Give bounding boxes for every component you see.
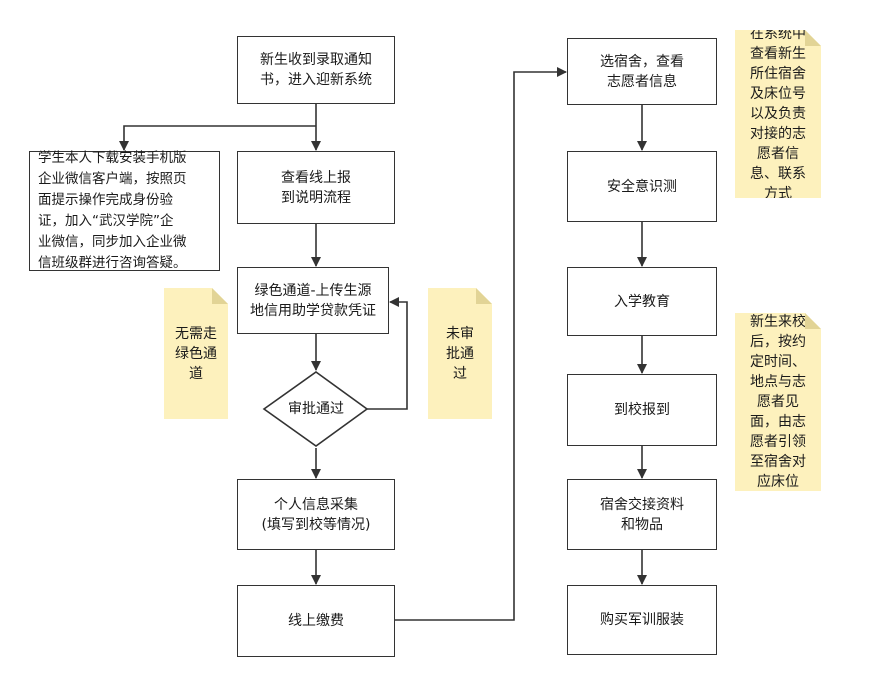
step-green-channel: 绿色通道-上传生源 地信用助学贷款凭证: [237, 267, 389, 334]
note-not-approved: 未审 批通 过: [428, 288, 492, 419]
step-buy-uniform: 购买军训服装: [567, 585, 717, 655]
decision-approval-label: 审批通过: [288, 401, 344, 417]
arrow-pay-to-select-dorm: [395, 67, 567, 621]
step-safety-test: 安全意识测: [567, 151, 717, 222]
step-select-dorm: 选宿舍，查看 志愿者信息: [567, 38, 717, 105]
note-no-green-channel: 无需走 绿色通 道: [164, 288, 228, 419]
arrow-not-approved-loop: [367, 297, 408, 410]
step-receive-notice: 新生收到录取通知 书，进入迎新系统: [237, 36, 395, 104]
arrow-branch-to-client: [119, 125, 316, 151]
step-mobile-client: 学生本人下载安装手机版 企业微信客户端，按照页 面提示操作完成身份验 证，加入“…: [29, 150, 220, 271]
note-arrival-guide: 新生来校 后，按约 定时间、 地点与志 愿者见 面，由志 愿者引领 至宿舍对 应…: [735, 313, 821, 491]
note-dorm-info: 在系统中 查看新生 所住宿舍 及床位号 以及负责 对接的志 愿者信 息、联系 方…: [735, 30, 821, 198]
step-enrollment-education: 入学教育: [567, 267, 717, 336]
step-report-school: 到校报到: [567, 374, 717, 446]
step-info-collect: 个人信息采集 (填写到校等情况): [237, 479, 395, 550]
step-dorm-handover: 宿舍交接资料 和物品: [567, 479, 717, 550]
step-view-report: 查看线上报 到说明流程: [237, 151, 395, 224]
step-pay-online: 线上缴费: [237, 585, 395, 657]
approval-decision-diamond: [262, 371, 369, 447]
